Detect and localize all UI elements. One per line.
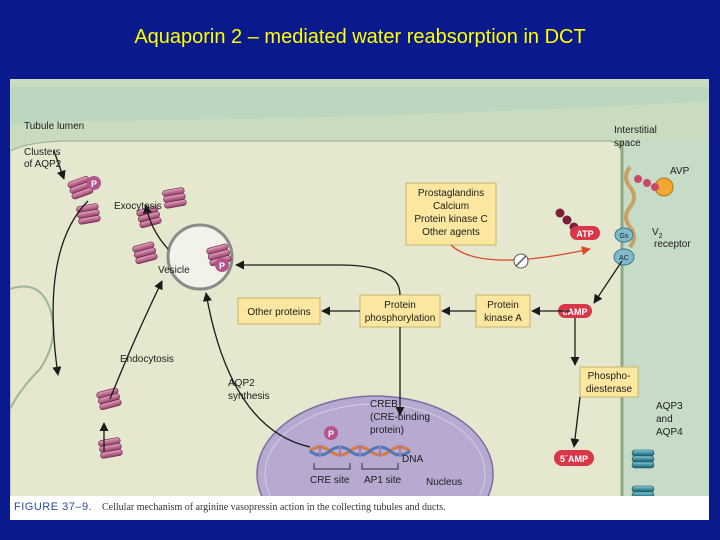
- protein-kinase-a-label-2: kinase A: [484, 313, 522, 324]
- caption-text: Cellular mechanism of arginine vasopress…: [102, 502, 446, 513]
- phosphate-tag-vesicle: P: [215, 258, 229, 272]
- gs-label: Gs: [620, 233, 629, 240]
- figure-caption: FIGURE 37–9. Cellular mechanism of argin…: [10, 496, 709, 520]
- exocytosis-label: Exocytosis: [114, 201, 162, 212]
- vesicle-label: Vesicle: [158, 265, 190, 276]
- tubule-lumen-label: Tubule lumen: [24, 121, 84, 132]
- five-amp-badge: 5´AMP: [554, 450, 594, 466]
- aqp3-label-3: AQP4: [656, 427, 683, 438]
- arrow-vesicle-to-exocytosis: [142, 204, 169, 250]
- nucleus-label: Nucleus: [426, 477, 462, 488]
- phosphodiesterase-label-2: diesterase: [586, 384, 633, 395]
- pathway-arrows: [52, 150, 623, 451]
- protein-kinase-a-box: Protein kinase A: [475, 294, 531, 328]
- phosphate-label: P: [219, 261, 225, 271]
- aqp2-synthesis-label-1: AQP2: [228, 378, 255, 389]
- figure-number: FIGURE 37–9.: [14, 501, 93, 513]
- dna-helix: [309, 445, 411, 457]
- arrow-phosphorylation-to-vesicle: [235, 260, 401, 296]
- five-amp-label: 5´AMP: [560, 454, 588, 464]
- phosphate-label: P: [328, 429, 334, 439]
- arrow-phosphodiesterase-to-5amp: [570, 396, 581, 448]
- v2-receptor-label-1: V2: [652, 227, 663, 240]
- inhibit-symbol: [513, 253, 529, 269]
- aqp2-synthesis-label-2: synthesis: [228, 391, 270, 402]
- dna-label: DNA: [402, 454, 423, 465]
- clusters-label-2: of AQP2: [24, 159, 62, 170]
- slide-title: Aquaporin 2 – mediated water reabsorptio…: [134, 26, 586, 48]
- creb-label-3: protein): [370, 425, 404, 436]
- v2-receptor: [624, 165, 674, 249]
- other-proteins-box: Other proteins: [237, 297, 321, 325]
- interstitial-label-1: Interstitial: [614, 125, 657, 136]
- cre-site-label: CRE site: [310, 475, 350, 486]
- protein-phosphorylation-box: Protein phosphorylation: [359, 294, 441, 328]
- camp-badge: cAMP: [558, 304, 592, 318]
- arrow-endocytosis-to-vesicle: [109, 280, 163, 400]
- phosphate-label: P: [91, 179, 97, 189]
- atp-badge: ATP: [570, 226, 600, 240]
- interstitial-region: [622, 139, 709, 520]
- arrow-synthesis-to-vesicle: [202, 292, 311, 448]
- adenylyl-cyclase: [613, 248, 635, 266]
- protein-phosphorylation-label-2: phosphorylation: [365, 313, 436, 324]
- top-band: [10, 87, 709, 125]
- nucleus-inner-ring: [264, 403, 486, 520]
- camp-label: cAMP: [562, 307, 587, 317]
- lateral-membrane: [10, 285, 55, 410]
- figure-panel: P P P: [10, 79, 709, 520]
- agent-calcium: Calcium: [433, 201, 469, 212]
- ac-label: AC: [619, 255, 629, 262]
- v2-receptor-label-2: receptor: [654, 239, 691, 250]
- protein-kinase-a-label-1: Protein: [487, 300, 519, 311]
- avp-label: AVP: [670, 166, 690, 177]
- cre-site-bracket: [313, 463, 351, 470]
- agent-protein-kinase-c: Protein kinase C: [414, 214, 487, 225]
- endocytosis-label: Endocytosis: [120, 354, 174, 365]
- arrow-ac-to-camp: [593, 260, 623, 304]
- arrow-exocytosis-loop: [52, 200, 89, 376]
- agents-box: Prostaglandins Calcium Protein kinase C …: [405, 182, 497, 246]
- atp-label: ATP: [576, 229, 593, 239]
- phosphodiesterase-box: Phospho- diesterase: [579, 366, 639, 398]
- aqp3-label-2: and: [656, 414, 673, 425]
- ap1-site-bracket: [361, 463, 399, 470]
- phosphodiesterase-label-1: Phospho-: [588, 371, 631, 382]
- interstitial-label-2: space: [614, 138, 641, 149]
- arrow-agents-inhibit: [450, 244, 591, 261]
- nucleus: [256, 395, 494, 520]
- creb-label-2: (CRE-binding: [370, 412, 430, 423]
- agent-prostaglandins: Prostaglandins: [418, 188, 484, 199]
- aquaporin-diagram: P P P: [10, 79, 709, 520]
- ap1-site-label: AP1 site: [364, 475, 402, 486]
- protein-phosphorylation-label-1: Protein: [384, 300, 416, 311]
- creb-label-1: CREB: [370, 399, 398, 410]
- aqp3-label-1: AQP3: [656, 401, 683, 412]
- arrow-clusters-pointer: [53, 150, 66, 180]
- phosphate-tag-creb: P: [324, 426, 338, 440]
- agent-other-agents: Other agents: [422, 227, 480, 238]
- vesicle: [166, 223, 234, 291]
- clusters-label-1: Clusters: [24, 147, 61, 158]
- other-proteins-label: Other proteins: [247, 307, 310, 318]
- phosphate-tag-apical: P: [87, 176, 101, 190]
- gs-protein: [614, 227, 634, 243]
